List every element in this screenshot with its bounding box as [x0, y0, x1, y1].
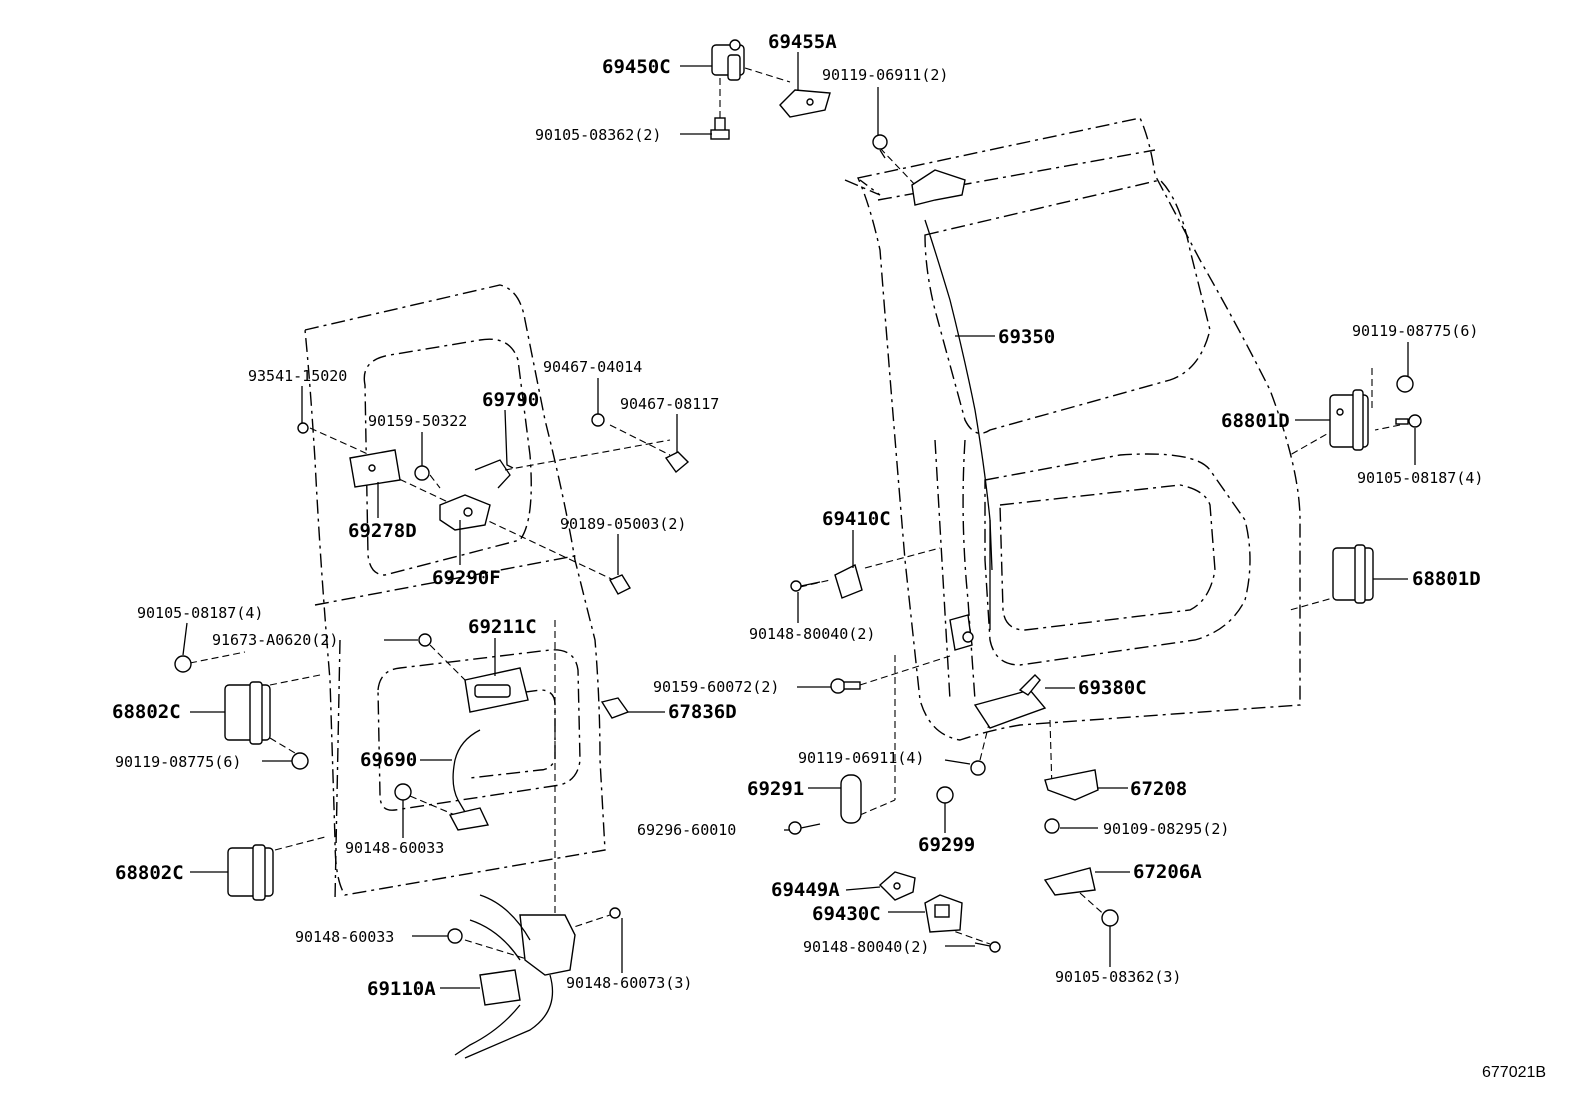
label-67836D[interactable]: 67836D — [668, 701, 737, 723]
label-69211C[interactable]: 69211C — [468, 616, 537, 638]
leader-lines — [182, 52, 1416, 989]
bolt-90159-50322 — [414, 465, 430, 481]
label-91673-A0620-2[interactable]: 91673-A0620(2) — [212, 631, 338, 649]
bracket-67206A — [1043, 867, 1096, 896]
label-90467-04014[interactable]: 90467-04014 — [543, 358, 642, 376]
cushion-69299 — [936, 786, 954, 804]
bolt-90148-80040-upper — [790, 580, 821, 592]
bolt-90105-08362-top — [710, 117, 730, 140]
label-90148-60033-lower[interactable]: 90148-60033 — [295, 928, 394, 946]
label-90119-06911-4[interactable]: 90119-06911(4) — [798, 749, 924, 767]
label-69449A[interactable]: 69449A — [771, 879, 840, 901]
label-90148-60033-upper[interactable]: 90148-60033 — [345, 839, 444, 857]
hinge-68802C-lower — [227, 844, 274, 901]
bracket-69430C — [924, 894, 963, 933]
hinge-68801D-lower — [1332, 544, 1374, 604]
label-69430C[interactable]: 69430C — [812, 903, 881, 925]
handle-69211C — [464, 667, 529, 713]
bracket-69455A — [779, 89, 831, 118]
label-69110A[interactable]: 69110A — [367, 978, 436, 1000]
bracket-67208 — [1044, 769, 1099, 801]
handle-69380C — [973, 674, 1047, 729]
hinge-68801D-upper — [1329, 389, 1369, 451]
label-69380C[interactable]: 69380C — [1078, 677, 1147, 699]
bolt-90105-08187-left — [174, 655, 192, 673]
bolt-90119-06911-lower — [970, 760, 986, 776]
label-90105-08187-4-left[interactable]: 90105-08187(4) — [137, 604, 263, 622]
label-67206A[interactable]: 67206A — [1133, 861, 1202, 883]
bolt-90159-60072 — [830, 678, 861, 694]
bolt-90105-08187-right — [1395, 414, 1422, 428]
clip-90467-08117 — [664, 451, 690, 474]
hinge-upper-right — [911, 169, 966, 206]
label-69291[interactable]: 69291 — [747, 778, 804, 800]
latch-69410C — [834, 563, 863, 599]
label-67208[interactable]: 67208 — [1130, 778, 1187, 800]
label-69278D[interactable]: 69278D — [348, 520, 417, 542]
label-69290F[interactable]: 69290F — [432, 567, 501, 589]
bolt-91673-A0620 — [418, 633, 432, 647]
bolt-90148-80040-lower — [974, 941, 1001, 953]
lock-assembly-69110A — [454, 894, 576, 1059]
lock-69290F — [439, 494, 491, 531]
label-90148-60073-3[interactable]: 90148-60073(3) — [566, 974, 692, 992]
striker-right — [949, 614, 974, 651]
label-68802C-upper[interactable]: 68802C — [112, 701, 181, 723]
label-90105-08187-4-right[interactable]: 90105-08187(4) — [1357, 469, 1483, 487]
clip-90189-05003 — [608, 574, 631, 595]
label-68801D-upper[interactable]: 68801D — [1221, 410, 1290, 432]
label-69350[interactable]: 69350 — [998, 326, 1055, 348]
clip-90467-04014 — [591, 413, 605, 427]
diagram-code: 677021B — [1482, 1064, 1546, 1081]
label-93541-15020[interactable]: 93541-15020 — [248, 367, 347, 385]
label-69690[interactable]: 69690 — [360, 749, 417, 771]
clip-93541-15020 — [297, 422, 309, 434]
screw-69296-60010 — [788, 821, 821, 835]
label-69455A[interactable]: 69455A — [768, 31, 837, 53]
plate-69449A — [878, 871, 916, 901]
bolt-90105-08362-lower — [1101, 909, 1119, 927]
label-90105-08362-3[interactable]: 90105-08362(3) — [1055, 968, 1181, 986]
hinge-68802C-upper — [224, 681, 271, 745]
label-90189-05003-2[interactable]: 90189-05003(2) — [560, 515, 686, 533]
bolt-90119-06911-top — [872, 134, 888, 159]
screw-90148-60073 — [609, 907, 621, 919]
label-90119-08775-6-left[interactable]: 90119-08775(6) — [115, 753, 241, 771]
bolt-90148-60033-lower — [447, 928, 463, 944]
label-90119-06911-2[interactable]: 90119-06911(2) — [822, 66, 948, 84]
bolt-90119-08775-left — [291, 752, 309, 770]
label-90159-60072-2[interactable]: 90159-60072(2) — [653, 678, 779, 696]
part-labels: 69450C 69455A 90105-08362(2) 90119-06911… — [112, 31, 1483, 1000]
bolt-90148-60033-upper — [394, 783, 412, 801]
pad-69291 — [840, 774, 862, 824]
label-69790[interactable]: 69790 — [482, 389, 539, 411]
label-90467-08117[interactable]: 90467-08117 — [620, 395, 719, 413]
label-90159-50322[interactable]: 90159-50322 — [368, 412, 467, 430]
handle-69278D — [349, 449, 401, 488]
label-69299[interactable]: 69299 — [918, 834, 975, 856]
label-69450C[interactable]: 69450C — [602, 56, 671, 78]
bolt-90109-08295 — [1044, 818, 1060, 834]
rod-69790 — [474, 459, 511, 489]
left-door-outline — [304, 284, 606, 901]
hinge-69450C — [711, 39, 745, 81]
cable-69350 — [924, 219, 993, 630]
cable-69690 — [448, 729, 490, 831]
label-90105-08362-2[interactable]: 90105-08362(2) — [535, 126, 661, 144]
label-90148-80040-2-upper[interactable]: 90148-80040(2) — [749, 625, 875, 643]
label-68801D-lower[interactable]: 68801D — [1412, 568, 1481, 590]
grommet-67836D — [600, 697, 630, 719]
label-69296-60010[interactable]: 69296-60010 — [637, 821, 736, 839]
label-68802C-lower[interactable]: 68802C — [115, 862, 184, 884]
label-90148-80040-2-lower[interactable]: 90148-80040(2) — [803, 938, 929, 956]
label-90119-08775-6-right[interactable]: 90119-08775(6) — [1352, 322, 1478, 340]
label-90109-08295-2[interactable]: 90109-08295(2) — [1103, 820, 1229, 838]
connector-lines — [189, 67, 1401, 961]
bolt-90119-08775-right — [1396, 375, 1414, 393]
label-69410C[interactable]: 69410C — [822, 508, 891, 530]
